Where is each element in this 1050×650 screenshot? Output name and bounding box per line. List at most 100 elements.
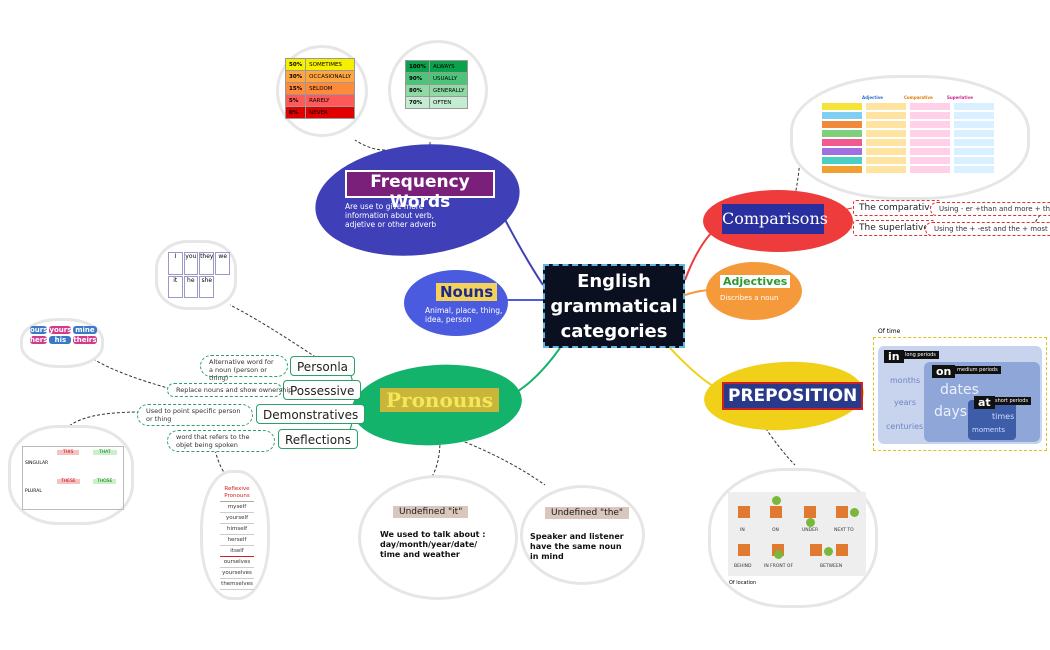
comparisons-table-cell bbox=[910, 139, 950, 146]
time-word-moments: moments bbox=[972, 426, 1006, 434]
comparative-note: Using - er +than and more + than bbox=[930, 202, 1050, 216]
reflexive-pronoun: yourself bbox=[220, 513, 254, 524]
frequency-row: 0%NEVER bbox=[284, 106, 356, 119]
comparisons-table-cell bbox=[954, 112, 994, 119]
time-caption: Of time bbox=[878, 328, 901, 335]
frequency-word: ALWAYS bbox=[428, 60, 469, 73]
pronoun-reflections[interactable]: Reflections bbox=[278, 429, 358, 449]
comparisons-table-cell bbox=[822, 148, 862, 155]
reflexive-pronoun: himself bbox=[220, 524, 254, 535]
adjectives-description: Discribes a noun bbox=[720, 294, 779, 302]
possessive-word: ours bbox=[30, 326, 48, 334]
loc-cube bbox=[804, 506, 816, 518]
location-image: IN ON UNDER NEXT TO BEHIND IN FRONT OF B… bbox=[728, 492, 866, 576]
demo-that: THAT bbox=[93, 450, 117, 455]
comparisons-table-cell bbox=[822, 157, 862, 164]
time-word-times: times bbox=[992, 412, 1015, 421]
time-at-tag: at bbox=[974, 396, 995, 409]
central-topic[interactable]: English grammatical categories bbox=[543, 264, 685, 348]
comparisons-table-cell bbox=[954, 157, 994, 164]
central-line-2: grammatical bbox=[550, 295, 678, 317]
preposition-title: PREPOSITION bbox=[722, 382, 864, 410]
personal-pronouns-grid: I you they we it he she bbox=[168, 252, 230, 298]
comparisons-table-cell bbox=[910, 166, 950, 173]
frequency-row: 80%GENERALLY bbox=[405, 84, 469, 97]
reflexive-title: Reflexive Pronouns bbox=[220, 486, 254, 502]
possessive-note: Replace nouns and show ownership bbox=[167, 383, 292, 397]
time-in-tag: in bbox=[884, 350, 904, 363]
comparisons-table-cell bbox=[910, 157, 950, 164]
time-word-centuries: centuries bbox=[886, 422, 924, 431]
location-caption: Of location bbox=[729, 580, 757, 586]
frequency-percent: 5% bbox=[284, 94, 307, 107]
comparisons-table-cell bbox=[910, 103, 950, 110]
loc-cube bbox=[810, 544, 822, 556]
comparisons-table-cell bbox=[866, 166, 906, 173]
time-word-years: years bbox=[894, 398, 917, 407]
comparisons-table-cell bbox=[822, 166, 862, 173]
loc-between-label: BETWEEN bbox=[820, 564, 843, 569]
loc-cube bbox=[770, 506, 782, 518]
comparisons-table-cell bbox=[822, 121, 862, 128]
loc-ball bbox=[824, 547, 833, 556]
comparative-node[interactable]: The comparative bbox=[853, 200, 942, 216]
frequency-percent: 80% bbox=[405, 84, 430, 97]
frequency-word: NEVER bbox=[305, 106, 356, 119]
nouns-node[interactable] bbox=[404, 270, 508, 336]
comparisons-table-cell bbox=[866, 157, 906, 164]
comparisons-header-sup: Superlative bbox=[947, 95, 973, 100]
comparisons-table-cell bbox=[866, 112, 906, 119]
loc-ball bbox=[850, 508, 859, 517]
pp-word: I bbox=[168, 252, 183, 275]
comparisons-table-cell bbox=[954, 139, 994, 146]
loc-ball bbox=[774, 550, 783, 559]
comparisons-title: Comparisons bbox=[722, 204, 828, 234]
undefined-the-node[interactable] bbox=[520, 485, 645, 585]
comparisons-table-cell bbox=[954, 166, 994, 173]
comparisons-table-cell bbox=[954, 130, 994, 137]
frequency-title-box bbox=[345, 170, 495, 198]
frequency-row: 50%SOMETIMES bbox=[284, 58, 356, 71]
loc-under-label: UNDER bbox=[802, 528, 819, 533]
frequency-percent: 70% bbox=[405, 96, 430, 109]
loc-infront-label: IN FRONT OF bbox=[764, 564, 794, 569]
pp-word: we bbox=[215, 252, 230, 275]
comparisons-table-cell bbox=[910, 112, 950, 119]
comparisons-table-cell bbox=[822, 103, 862, 110]
comparisons-table-cell bbox=[866, 121, 906, 128]
time-diagram: in long periods on medium periods at sho… bbox=[873, 337, 1047, 451]
comparisons-header-adj: Adjective bbox=[862, 95, 884, 100]
pp-word: they bbox=[199, 252, 215, 275]
loc-cube bbox=[836, 506, 848, 518]
time-word-dates: dates bbox=[940, 382, 979, 398]
comparisons-table-cell bbox=[954, 121, 994, 128]
comparisons-table-cell bbox=[866, 139, 906, 146]
comparisons-table-cell bbox=[910, 121, 950, 128]
adjectives-node[interactable] bbox=[706, 262, 802, 320]
comparisons-table-cell bbox=[822, 130, 862, 137]
demo-plural: PLURAL bbox=[25, 489, 42, 494]
pronoun-demonstratives[interactable]: Demonstratives bbox=[256, 404, 366, 424]
possessive-words: ours yours mine hers his theirs bbox=[30, 326, 97, 344]
frequency-percent: 50% bbox=[284, 58, 307, 71]
comparisons-table-cell bbox=[910, 148, 950, 155]
time-at-label: short periods bbox=[992, 397, 1031, 405]
demonstrative-image bbox=[8, 425, 134, 525]
frequency-percent: 90% bbox=[405, 72, 430, 85]
comparisons-table-cell bbox=[866, 103, 906, 110]
undefined-it-node[interactable] bbox=[358, 475, 518, 600]
frequency-description: Are use to give more information about v… bbox=[345, 202, 437, 229]
loc-cube bbox=[836, 544, 848, 556]
demo-this: THIS bbox=[57, 450, 80, 455]
pronoun-possessive[interactable]: Possessive bbox=[283, 380, 362, 400]
possessive-word: his bbox=[49, 336, 72, 344]
frequency-percent: 100% bbox=[405, 60, 430, 73]
reflexive-pronoun: themselves bbox=[220, 579, 254, 590]
pronoun-personal[interactable]: Personla bbox=[290, 356, 356, 376]
undefined-the-description: Speaker and listener have the same noun … bbox=[530, 532, 624, 561]
loc-nextto-label: NEXT TO bbox=[834, 528, 854, 533]
superlative-node[interactable]: The superlative bbox=[853, 220, 935, 236]
reflexive-pronoun: myself bbox=[220, 502, 254, 513]
